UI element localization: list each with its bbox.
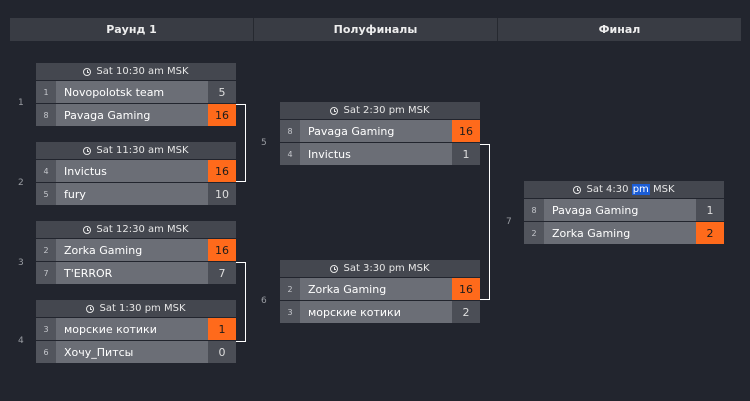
connector-line bbox=[245, 104, 246, 182]
seed: 4 bbox=[36, 160, 56, 182]
connector-line bbox=[489, 144, 490, 300]
match-2[interactable]: Sat 11:30 am MSK 4 Invictus 16 5 fury 10 bbox=[36, 142, 236, 205]
seed: 5 bbox=[36, 183, 56, 205]
clock-icon bbox=[330, 264, 339, 273]
match-5[interactable]: Sat 2:30 pm MSK 8 Pavaga Gaming 16 4 Invict… bbox=[280, 102, 480, 165]
team-row[interactable]: 8 Pavaga Gaming 1 bbox=[524, 199, 724, 221]
match-number-1: 1 bbox=[18, 98, 24, 108]
team-name[interactable]: Invictus bbox=[64, 164, 107, 178]
seed: 2 bbox=[36, 239, 56, 261]
score: 16 bbox=[452, 278, 480, 300]
score: 1 bbox=[696, 199, 724, 221]
connector-line bbox=[236, 104, 246, 105]
score: 16 bbox=[452, 120, 480, 142]
selected-text: pm bbox=[631, 184, 650, 195]
match-number-2: 2 bbox=[18, 178, 24, 188]
score: 2 bbox=[696, 222, 724, 244]
match-time: Sat 10:30 am MSK bbox=[36, 63, 236, 80]
match-time: Sat 1:30 pm MSK bbox=[36, 300, 236, 317]
team-row[interactable]: 4 Invictus 1 bbox=[280, 143, 480, 165]
match-number-4: 4 bbox=[18, 336, 24, 346]
team-name[interactable]: Хочу_Питсы bbox=[64, 345, 134, 359]
clock-icon bbox=[83, 146, 92, 155]
clock-icon bbox=[573, 185, 582, 194]
seed: 3 bbox=[36, 318, 56, 340]
team-name[interactable]: Invictus bbox=[308, 147, 351, 161]
team-name[interactable]: Pavaga Gaming bbox=[64, 108, 151, 122]
team-row[interactable]: 2 Zorka Gaming 2 bbox=[524, 222, 724, 244]
seed: 4 bbox=[280, 143, 300, 165]
score: 7 bbox=[208, 262, 236, 284]
team-row[interactable]: 7 T'ERROR 7 bbox=[36, 262, 236, 284]
team-name[interactable]: морские котики bbox=[64, 322, 157, 336]
match-time-text: Sat 4:30 pm MSK bbox=[586, 184, 675, 195]
match-time: Sat 2:30 pm MSK bbox=[280, 102, 480, 119]
clock-icon bbox=[83, 225, 92, 234]
match-time: Sat 4:30 pm MSK bbox=[524, 181, 724, 198]
team-row[interactable]: 8 Pavaga Gaming 16 bbox=[280, 120, 480, 142]
seed: 2 bbox=[524, 222, 544, 244]
team-row[interactable]: 8 Pavaga Gaming 16 bbox=[36, 104, 236, 126]
score: 1 bbox=[452, 143, 480, 165]
team-name[interactable]: T'ERROR bbox=[64, 266, 113, 280]
connector-line bbox=[236, 341, 246, 342]
score: 16 bbox=[208, 160, 236, 182]
connector-line bbox=[480, 299, 490, 300]
score: 16 bbox=[208, 104, 236, 126]
match-number-3: 3 bbox=[18, 258, 24, 268]
team-name[interactable]: морские котики bbox=[308, 305, 401, 319]
semifinals-header[interactable]: Полуфиналы bbox=[254, 18, 498, 41]
seed: 7 bbox=[36, 262, 56, 284]
match-6[interactable]: Sat 3:30 pm MSK 2 Zorka Gaming 16 3 морские… bbox=[280, 260, 480, 323]
score: 0 bbox=[208, 341, 236, 363]
team-row[interactable]: 2 Zorka Gaming 16 bbox=[280, 278, 480, 300]
match-number-5: 5 bbox=[261, 138, 267, 148]
rounds-header: Раунд 1 Полуфиналы Финал bbox=[10, 18, 741, 41]
seed: 6 bbox=[36, 341, 56, 363]
seed: 8 bbox=[280, 120, 300, 142]
match-4[interactable]: Sat 1:30 pm MSK 3 морские котики 1 6 Хочу_П… bbox=[36, 300, 236, 363]
connector-line bbox=[236, 181, 246, 182]
connector-line bbox=[245, 262, 246, 342]
round-1-header[interactable]: Раунд 1 bbox=[10, 18, 254, 41]
team-row[interactable]: 3 морские котики 1 bbox=[36, 318, 236, 340]
team-name[interactable]: Zorka Gaming bbox=[64, 243, 143, 257]
seed: 8 bbox=[36, 104, 56, 126]
match-3[interactable]: Sat 12:30 am MSK 2 Zorka Gaming 16 7 T'ERRO… bbox=[36, 221, 236, 284]
final-header[interactable]: Финал bbox=[598, 23, 641, 36]
clock-icon bbox=[330, 106, 339, 115]
team-name[interactable]: fury bbox=[64, 187, 86, 201]
match-1[interactable]: Sat 10:30 am MSK 1 Novopolotsk team 5 8 Pav… bbox=[36, 63, 236, 126]
connector-line bbox=[236, 262, 246, 263]
team-name[interactable]: Zorka Gaming bbox=[552, 226, 631, 240]
team-row[interactable]: 6 Хочу_Питсы 0 bbox=[36, 341, 236, 363]
seed: 3 bbox=[280, 301, 300, 323]
match-time: Sat 3:30 pm MSK bbox=[280, 260, 480, 277]
team-row[interactable]: 3 морские котики 2 bbox=[280, 301, 480, 323]
team-name[interactable]: Zorka Gaming bbox=[308, 282, 387, 296]
team-row[interactable]: 2 Zorka Gaming 16 bbox=[36, 239, 236, 261]
score: 10 bbox=[208, 183, 236, 205]
score: 1 bbox=[208, 318, 236, 340]
score: 16 bbox=[208, 239, 236, 261]
match-time: Sat 12:30 am MSK bbox=[36, 221, 236, 238]
seed: 8 bbox=[524, 199, 544, 221]
team-row[interactable]: 1 Novopolotsk team 5 bbox=[36, 81, 236, 103]
team-name[interactable]: Pavaga Gaming bbox=[552, 203, 639, 217]
score: 2 bbox=[452, 301, 480, 323]
score: 5 bbox=[208, 81, 236, 103]
team-row[interactable]: 5 fury 10 bbox=[36, 183, 236, 205]
match-time: Sat 11:30 am MSK bbox=[36, 142, 236, 159]
connector-line bbox=[480, 144, 490, 145]
team-name[interactable]: Pavaga Gaming bbox=[308, 124, 395, 138]
clock-icon bbox=[86, 304, 95, 313]
match-number-7: 7 bbox=[506, 217, 512, 227]
seed: 1 bbox=[36, 81, 56, 103]
seed: 2 bbox=[280, 278, 300, 300]
match-7[interactable]: Sat 4:30 pm MSK 8 Pavaga Gaming 1 2 Zorka G… bbox=[524, 181, 724, 244]
clock-icon bbox=[83, 67, 92, 76]
team-name[interactable]: Novopolotsk team bbox=[64, 85, 165, 99]
team-row[interactable]: 4 Invictus 16 bbox=[36, 160, 236, 182]
match-number-6: 6 bbox=[261, 296, 267, 306]
